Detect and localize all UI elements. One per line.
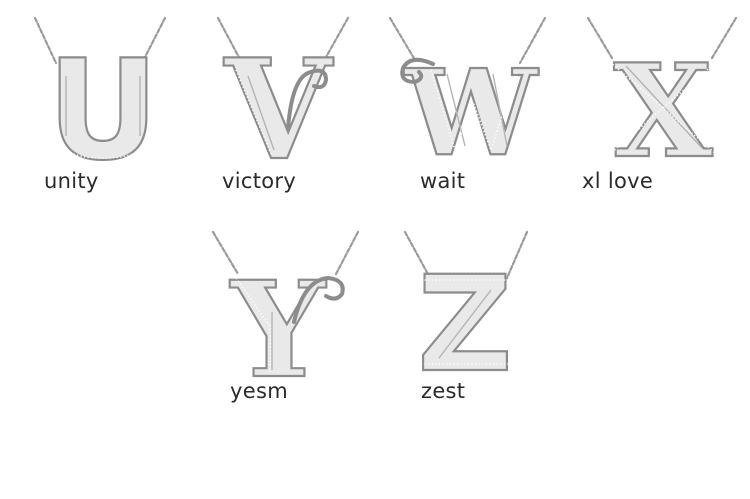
necklace-z-image: Z (403, 230, 529, 403)
caption-wait: wait (420, 169, 466, 193)
caption-yesm: yesm (230, 379, 288, 403)
necklace-u-image: U (33, 16, 167, 192)
necklace-v-image: V (216, 16, 350, 192)
pendant-u: U unity (30, 16, 180, 193)
necklace-w-image: W (388, 16, 547, 183)
necklace-x-image: X (586, 16, 738, 188)
pendant-v: V victory (208, 16, 358, 193)
caption-xl-love: xl love (582, 169, 654, 193)
svg-text:Y: Y (229, 253, 327, 408)
caption-unity: unity (44, 169, 99, 193)
svg-text:X: X (613, 37, 713, 187)
svg-text:W: W (403, 43, 539, 182)
pendant-x: X xl love (580, 16, 745, 193)
pendant-w: W wait (385, 16, 550, 193)
caption-victory: victory (222, 169, 297, 193)
svg-text:U: U (47, 30, 159, 191)
necklace-y-image: Y (211, 230, 360, 409)
pendant-z: Z zest (395, 230, 545, 403)
svg-text:V: V (223, 28, 334, 191)
caption-zest: zest (421, 379, 466, 403)
pendant-y: Y yesm (208, 230, 368, 409)
